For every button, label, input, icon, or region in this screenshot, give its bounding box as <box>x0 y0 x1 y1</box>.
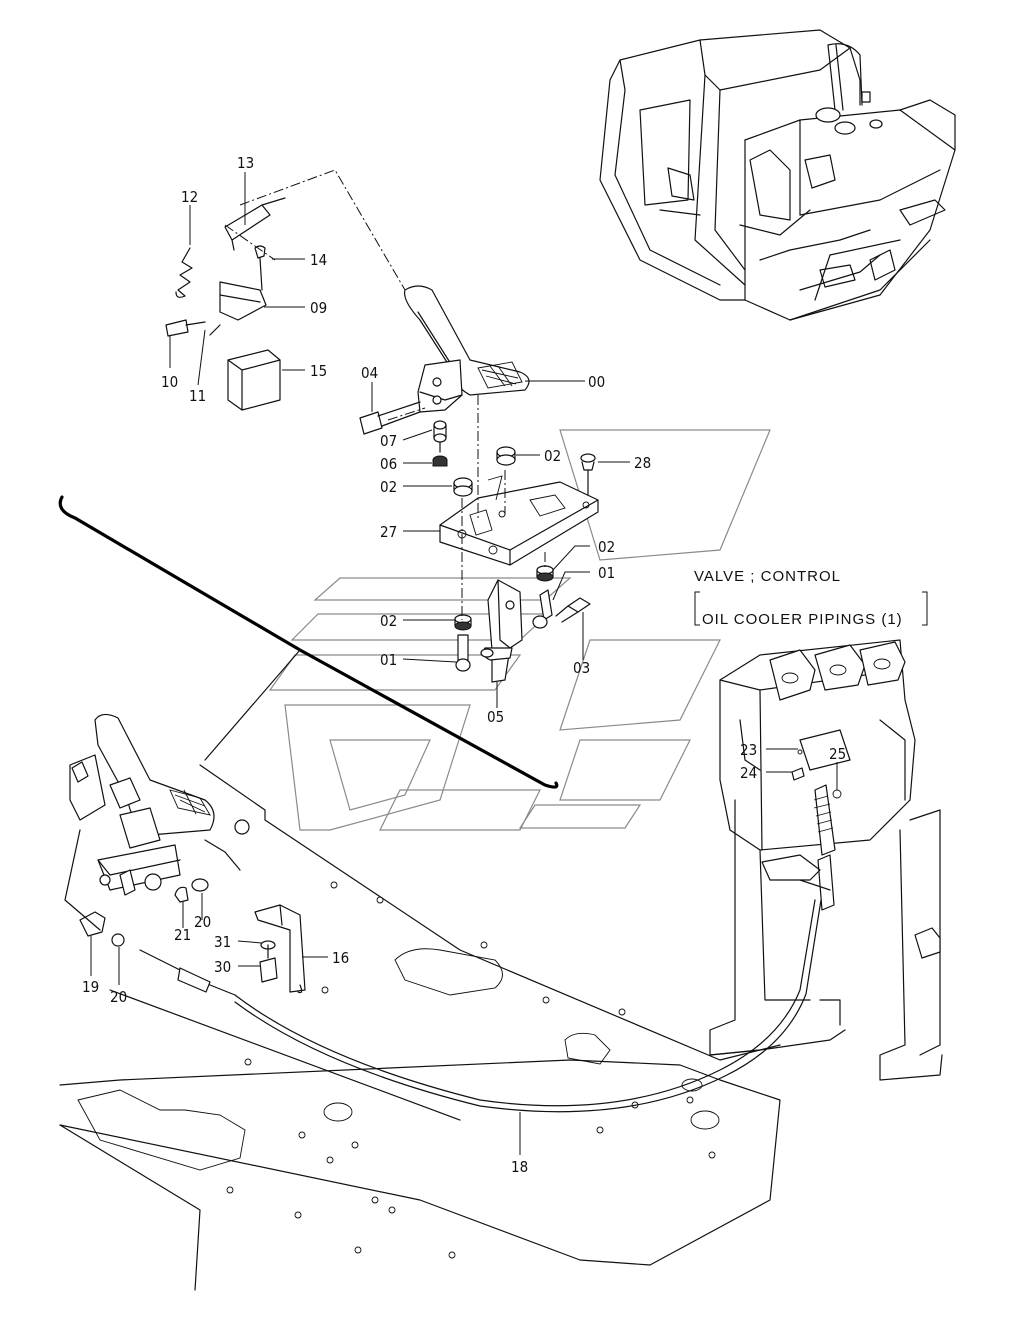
callout-20-b: 20 <box>110 988 127 1006</box>
callout-labels: 13 12 14 09 15 10 11 04 00 07 06 02 28 0… <box>82 154 846 1176</box>
callout-02-c: 02 <box>598 538 615 556</box>
excavator-cab-overview <box>599 29 956 321</box>
callout-02-d: 02 <box>380 612 397 630</box>
callout-11: 11 <box>189 387 206 405</box>
callout-00: 00 <box>588 373 605 391</box>
pedal-assembly-exploded <box>359 285 599 683</box>
callout-01-a: 01 <box>598 564 615 582</box>
callout-21: 21 <box>174 926 191 944</box>
callout-27: 27 <box>380 523 397 541</box>
callout-30: 30 <box>214 958 231 976</box>
callout-23: 23 <box>740 741 757 759</box>
switch-parts-cluster <box>165 169 406 411</box>
callout-20-a: 20 <box>194 913 211 931</box>
callout-24: 24 <box>740 764 757 782</box>
callout-09: 09 <box>310 299 327 317</box>
callout-13: 13 <box>237 154 254 172</box>
callout-03: 03 <box>573 659 590 677</box>
callout-05: 05 <box>487 708 504 726</box>
callout-18: 18 <box>511 1158 528 1176</box>
reference-oil-cooler-pipings: OIL COOLER PIPINGS (1) <box>702 611 903 628</box>
callout-06: 06 <box>380 455 397 473</box>
callout-14: 14 <box>310 251 327 269</box>
diagram-link-line <box>204 649 301 761</box>
callout-04: 04 <box>361 364 378 382</box>
reference-valve-control: VALVE ; CONTROL <box>694 568 841 585</box>
watermark-logo <box>268 429 771 831</box>
callout-16: 16 <box>332 949 349 967</box>
callout-31: 31 <box>214 933 231 951</box>
callout-15: 15 <box>310 362 327 380</box>
pedal-assembly-installed <box>69 713 306 994</box>
callout-25: 25 <box>829 745 846 763</box>
callout-10: 10 <box>161 373 178 391</box>
reference-bracket <box>694 591 928 626</box>
callout-07: 07 <box>380 432 397 450</box>
callout-19: 19 <box>82 978 99 996</box>
callout-02-a: 02 <box>544 447 561 465</box>
control-valve-assembly <box>709 639 943 1081</box>
callout-02-b: 02 <box>380 478 397 496</box>
floor-plate <box>59 764 781 1291</box>
callout-leaders <box>90 172 838 1155</box>
callout-28: 28 <box>634 454 651 472</box>
callout-01-b: 01 <box>380 651 397 669</box>
callout-12: 12 <box>181 188 198 206</box>
